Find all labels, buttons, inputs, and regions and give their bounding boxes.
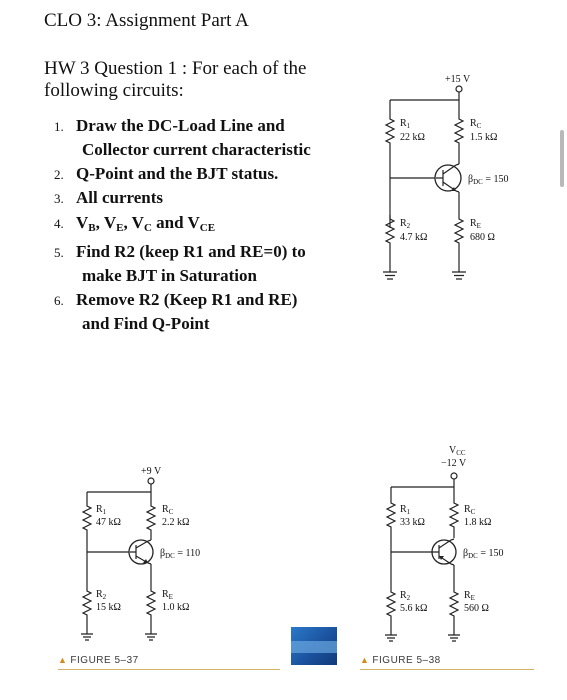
supply-terminal: [147, 477, 155, 485]
triangle-icon: ▲: [58, 655, 68, 665]
caption-rule: [58, 669, 280, 670]
ground-icon: [385, 634, 397, 642]
task-item-5-cont: make BJT in Saturation: [82, 266, 257, 286]
supply-label: +9 V: [141, 466, 162, 477]
r1-label: R1: [96, 504, 107, 516]
supply-terminal: [455, 85, 463, 93]
re-resistor: [448, 588, 460, 620]
question-text: HW 3 Question 1 : For each of the follow…: [44, 58, 307, 101]
ground-icon: [145, 633, 157, 641]
task-item-1-cont: Collector current characteristic: [82, 140, 311, 160]
r2-label: R2: [96, 589, 107, 601]
rc-value: 1.5 kΩ: [470, 132, 497, 143]
supply-label: VCC: [449, 445, 466, 457]
r1-resistor: [81, 502, 93, 534]
r2-value: 4.7 kΩ: [400, 232, 427, 243]
supply-label: +15 V: [445, 74, 471, 85]
r1-label: R1: [400, 118, 411, 130]
rc-value: 2.2 kΩ: [162, 517, 189, 528]
r2-resistor: [385, 588, 397, 620]
r2-resistor: [81, 587, 93, 619]
rc-label: RC: [464, 504, 476, 516]
figure-caption-38: ▲FIGURE 5–38: [360, 655, 441, 666]
r2-value: 5.6 kΩ: [400, 603, 427, 614]
rc-resistor: [145, 502, 157, 534]
task-item-5: 5.Find R2 (keep R1 and RE=0) to: [54, 242, 306, 262]
ground-icon: [81, 633, 93, 641]
re-resistor: [453, 215, 465, 248]
task-item-6: 6.Remove R2 (Keep R1 and RE): [54, 289, 298, 309]
r1-resistor: [385, 499, 397, 531]
re-value: 1.0 kΩ: [162, 602, 189, 613]
r1-resistor: [384, 115, 396, 147]
rc-label: RC: [470, 118, 482, 130]
rc-label: RC: [162, 504, 174, 516]
page-heading: CLO 3: Assignment Part A: [44, 10, 249, 31]
task-item-4: 4.VB, VE, VC and VCE: [54, 212, 216, 234]
re-value: 680 Ω: [470, 232, 495, 243]
triangle-icon: ▲: [360, 655, 370, 665]
task-item-6-cont: and Find Q-Point: [82, 314, 210, 334]
r1-value: 22 kΩ: [400, 132, 425, 143]
ground-icon: [448, 634, 460, 642]
rc-resistor: [448, 499, 460, 531]
scrollbar[interactable]: [560, 130, 564, 187]
r1-value: 33 kΩ: [400, 517, 425, 528]
beta-label: βDC = 110: [160, 548, 200, 560]
re-label: RE: [470, 218, 481, 230]
task-item-1: 1.Draw the DC-Load Line and: [54, 116, 285, 135]
r1-label: R1: [400, 504, 411, 516]
rc-resistor: [453, 115, 465, 147]
beta-label: βDC = 150: [463, 548, 503, 560]
r2-resistor: [384, 215, 396, 248]
re-label: RE: [162, 589, 173, 601]
r2-label: R2: [400, 218, 411, 230]
ground-icon: [383, 271, 397, 280]
circuit-fig37: +9 V R1 47 kΩ RC 2.2 kΩ βDC = 110 R2 15 …: [81, 466, 200, 641]
re-resistor: [145, 587, 157, 619]
r1-value: 47 kΩ: [96, 517, 121, 528]
ground-icon: [452, 271, 466, 280]
re-value: 560 Ω: [464, 603, 489, 614]
supply-value: −12 V: [441, 458, 467, 469]
rc-value: 1.8 kΩ: [464, 517, 491, 528]
transistor-icon: [128, 539, 154, 565]
r2-value: 15 kΩ: [96, 602, 121, 613]
task-list: 1.Draw the DC-Load Line and Collector cu…: [54, 114, 311, 336]
circuit-fig38: VCC −12 V R1 33 kΩ RC 1.8 kΩ βDC = 150 R…: [385, 445, 503, 642]
supply-wire: [390, 92, 460, 115]
task-item-2: 2.Q-Point and the BJT status.: [54, 163, 279, 183]
circuit-top: +15 V R1 22 kΩ RC 1.5 kΩ βDC = 150 R2 4.…: [383, 74, 508, 280]
beta-label: βDC = 150: [468, 174, 508, 186]
task-item-3: 3.All currents: [54, 188, 164, 208]
figure-caption-37: ▲FIGURE 5–37: [58, 655, 139, 666]
transistor-icon: [434, 164, 462, 192]
caption-rule: [360, 669, 534, 670]
r2-label: R2: [400, 590, 411, 602]
re-label: RE: [464, 590, 475, 602]
publisher-logo: [291, 627, 337, 665]
supply-terminal: [450, 472, 458, 480]
